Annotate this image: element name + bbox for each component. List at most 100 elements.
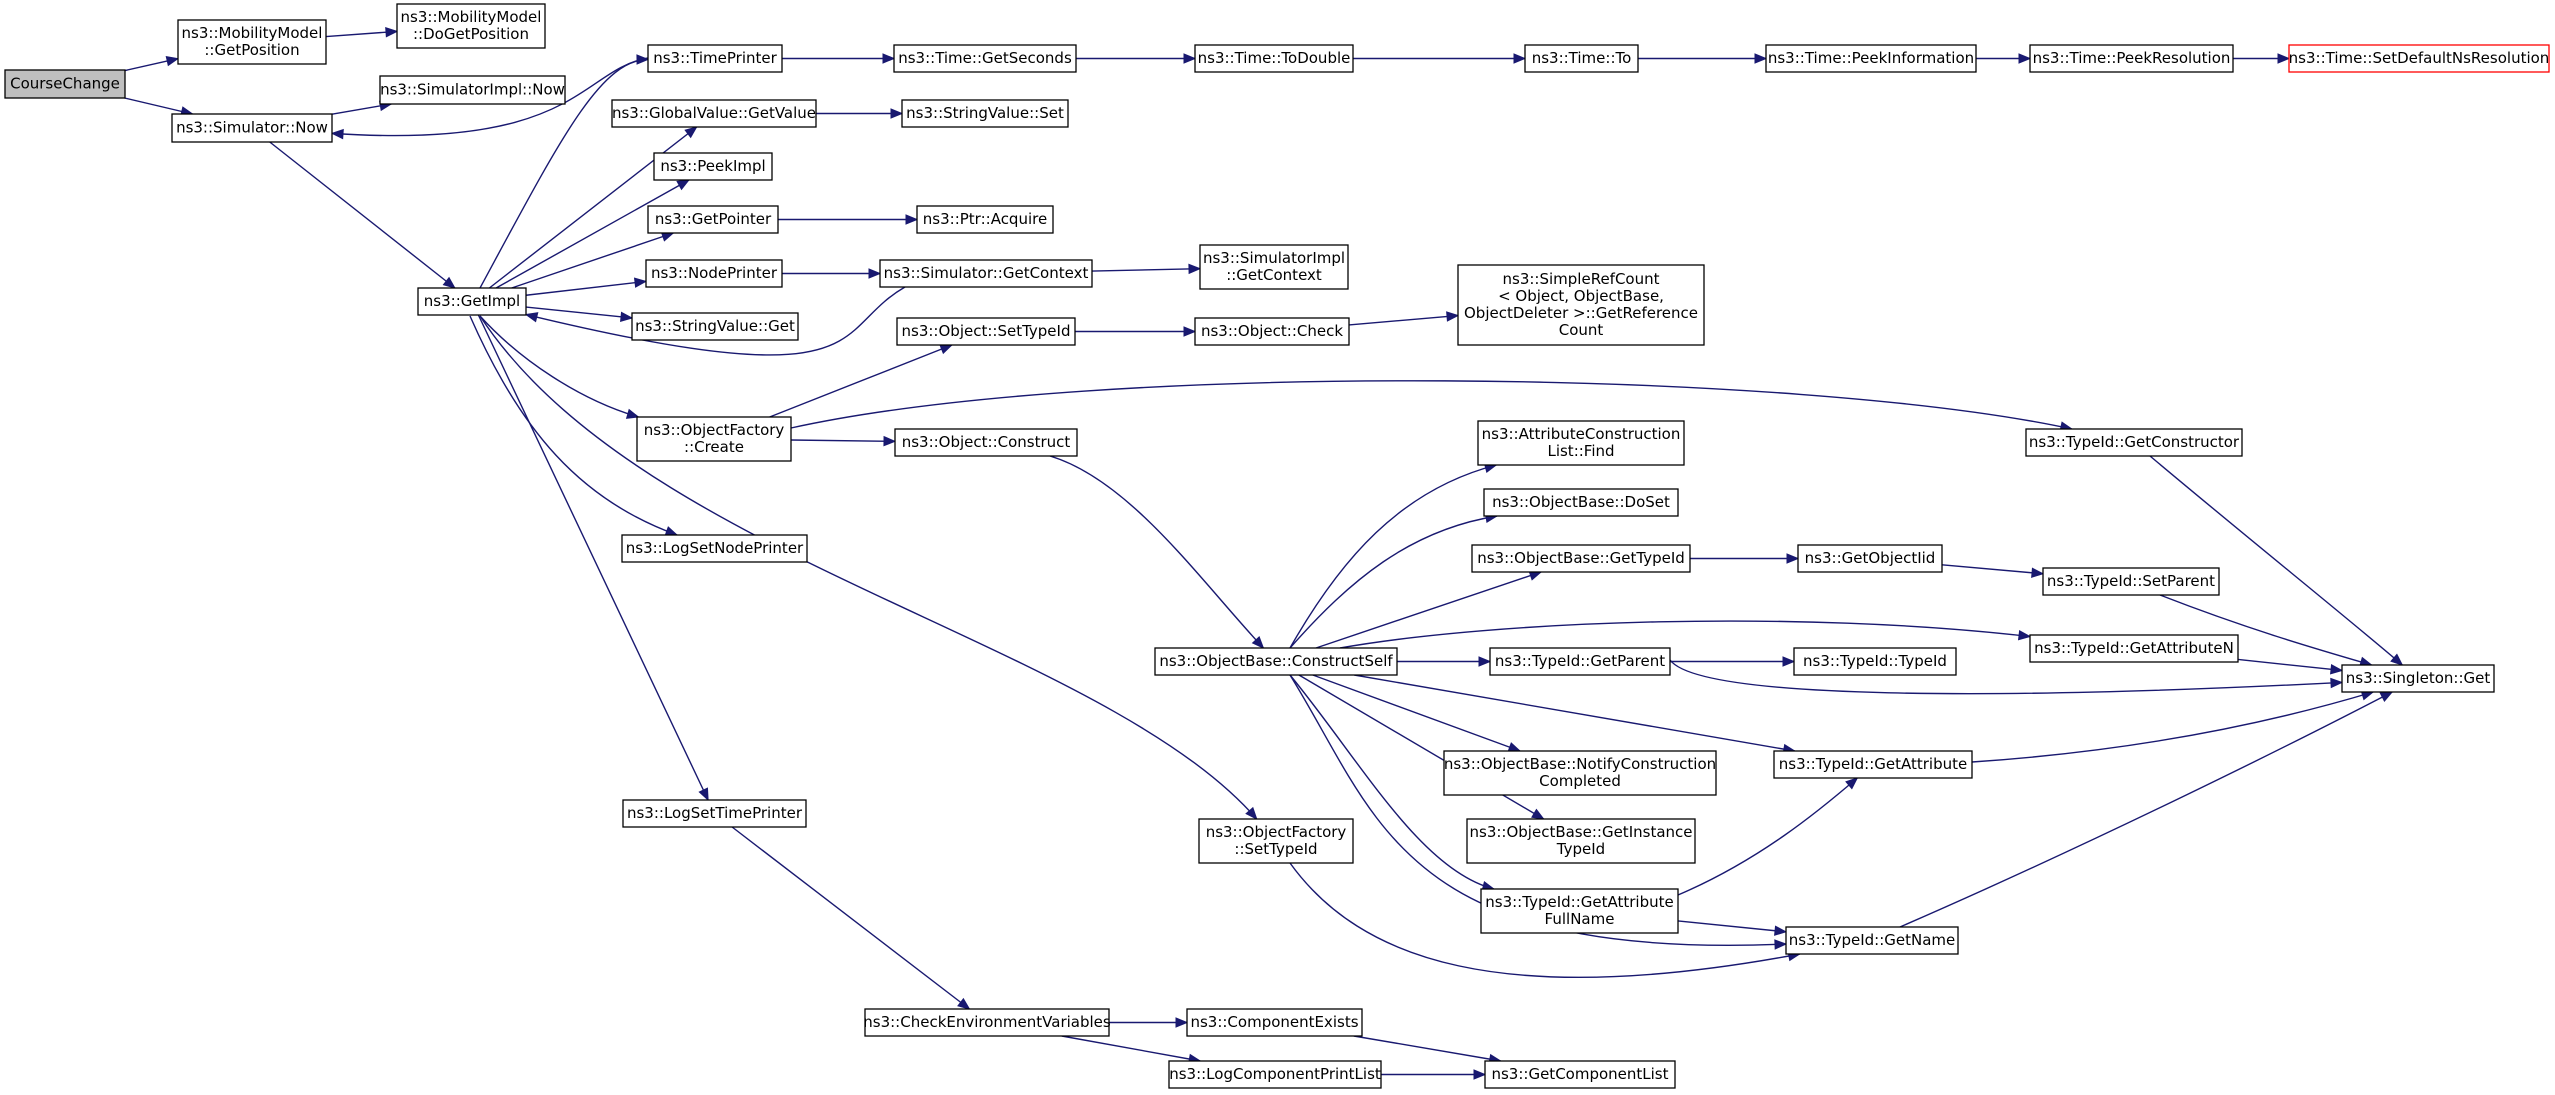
node-box[interactable] [2341,664,2495,693]
node-objectbase-gettypeid[interactable]: ns3::ObjectBase::GetTypeId [1471,544,1691,573]
node-simimpl-getcontext[interactable]: ns3::SimulatorImpl::GetContext [1199,244,1349,290]
node-typeid-getname[interactable]: ns3::TypeId::GetName [1785,926,1959,955]
node-box[interactable] [647,205,779,234]
node-box[interactable] [1457,264,1705,346]
node-time-todouble[interactable]: ns3::Time::ToDouble [1194,44,1354,73]
node-box[interactable] [1194,44,1354,73]
node-typeid-typeid[interactable]: ns3::TypeId::TypeId [1793,647,1957,676]
node-getpointer[interactable]: ns3::GetPointer [647,205,779,234]
node-time-to[interactable]: ns3::Time::To [1524,44,1639,73]
node-box[interactable] [1199,244,1349,290]
node-time-peekinformation[interactable]: ns3::Time::PeekInformation [1765,44,1977,73]
node-box[interactable] [901,99,1069,128]
node-box[interactable] [1154,647,1398,676]
node-getobjectiid[interactable]: ns3::GetObjectIid [1797,544,1943,573]
node-logsettimeprinter[interactable]: ns3::LogSetTimePrinter [622,799,807,828]
node-mm-getposition[interactable]: ns3::MobilityModel::GetPosition [177,19,327,65]
node-box[interactable] [622,799,807,828]
node-getimpl[interactable]: ns3::GetImpl [417,287,527,316]
node-objectfactory-settypeid[interactable]: ns3::ObjectFactory::SetTypeId [1198,818,1354,864]
node-box[interactable] [894,428,1078,457]
node-objectbase-notifyconstructioncompleted[interactable]: ns3::ObjectBase::NotifyConstructionCompl… [1443,750,1717,796]
node-box[interactable] [916,205,1054,234]
node-box[interactable] [1198,818,1354,864]
node-box[interactable] [2029,634,2239,663]
node-object-check[interactable]: ns3::Object::Check [1194,317,1350,346]
node-objectbase-constructself[interactable]: ns3::ObjectBase::ConstructSelf [1154,647,1398,676]
node-course-change[interactable]: CourseChange [4,69,126,99]
node-ptr-acquire[interactable]: ns3::Ptr::Acquire [916,205,1054,234]
node-box[interactable] [1483,488,1679,517]
node-logsetnodeprinter[interactable]: ns3::LogSetNodePrinter [621,534,808,563]
node-box[interactable] [631,312,799,341]
node-box[interactable] [879,259,1093,288]
node-box[interactable] [1793,647,1957,676]
node-box[interactable] [1168,1060,1382,1089]
node-box[interactable] [1524,44,1639,73]
node-typeid-getattribute[interactable]: ns3::TypeId::GetAttribute [1773,750,1973,779]
node-box[interactable] [171,113,333,143]
node-nodeprinter[interactable]: ns3::NodePrinter [645,259,783,288]
node-time-peekresolution[interactable]: ns3::Time::PeekResolution [2029,44,2234,73]
node-typeid-setparent[interactable]: ns3::TypeId::SetParent [2042,567,2220,596]
node-box[interactable] [1489,647,1671,676]
node-box[interactable] [653,152,773,181]
node-box[interactable] [1480,888,1679,934]
node-object-settypeid[interactable]: ns3::Object::SetTypeId [896,317,1076,346]
node-box[interactable] [893,44,1077,73]
node-box[interactable] [1484,1060,1676,1089]
node-box[interactable] [1471,544,1691,573]
node-box[interactable] [645,259,783,288]
node-box[interactable] [2025,428,2243,457]
node-box[interactable] [1797,544,1943,573]
node-box[interactable] [1773,750,1973,779]
node-box[interactable] [177,19,327,65]
node-box[interactable] [1443,750,1717,796]
node-globalvalue-getvalue[interactable]: ns3::GlobalValue::GetValue [611,99,817,128]
node-objectbase-doset[interactable]: ns3::ObjectBase::DoSet [1483,488,1679,517]
node-box[interactable] [636,416,792,462]
node-box[interactable] [2288,44,2550,73]
node-box[interactable] [1765,44,1977,73]
node-typeid-getconstructor[interactable]: ns3::TypeId::GetConstructor [2025,428,2243,457]
node-box[interactable] [1477,420,1685,466]
node-box[interactable] [1785,926,1959,955]
node-object-construct[interactable]: ns3::Object::Construct [894,428,1078,457]
node-mm-dogetposition[interactable]: ns3::MobilityModel::DoGetPosition [396,3,546,49]
node-box[interactable] [1194,317,1350,346]
node-typeid-getparent[interactable]: ns3::TypeId::GetParent [1489,647,1671,676]
node-objectfactory-create[interactable]: ns3::ObjectFactory::Create [636,416,792,462]
node-box[interactable] [379,75,566,105]
node-sim-now[interactable]: ns3::Simulator::Now [171,113,333,143]
node-singleton-get[interactable]: ns3::Singleton::Get [2341,664,2495,693]
node-getcomponentlist[interactable]: ns3::GetComponentList [1484,1060,1676,1089]
node-box[interactable] [611,99,817,128]
node-box[interactable] [864,1008,1110,1037]
node-box[interactable] [2042,567,2220,596]
node-time-setdefaultnsresolution[interactable]: ns3::Time::SetDefaultNsResolution [2288,44,2550,73]
node-box[interactable] [647,44,783,73]
node-stringvalue-set[interactable]: ns3::StringValue::Set [901,99,1069,128]
node-box[interactable] [4,69,126,99]
node-box[interactable] [1466,818,1696,864]
node-typeid-getattributen[interactable]: ns3::TypeId::GetAttributeN [2029,634,2239,663]
node-componentexists[interactable]: ns3::ComponentExists [1186,1008,1363,1037]
node-peekimpl[interactable]: ns3::PeekImpl [653,152,773,181]
node-box[interactable] [896,317,1076,346]
node-sim-getcontext[interactable]: ns3::Simulator::GetContext [879,259,1093,288]
node-box[interactable] [2029,44,2234,73]
node-logcomponentprintlist[interactable]: ns3::LogComponentPrintList [1168,1060,1382,1089]
node-stringvalue-get[interactable]: ns3::StringValue::Get [631,312,799,341]
node-time-getseconds[interactable]: ns3::Time::GetSeconds [893,44,1077,73]
node-box[interactable] [396,3,546,49]
node-box[interactable] [621,534,808,563]
node-timeprinter[interactable]: ns3::TimePrinter [647,44,783,73]
node-box[interactable] [417,287,527,316]
node-box[interactable] [1186,1008,1363,1037]
node-simplerefcount[interactable]: ns3::SimpleRefCount< Object, ObjectBase,… [1457,264,1705,346]
node-simimpl-now[interactable]: ns3::SimulatorImpl::Now [379,75,566,105]
node-checkenvironmentvariables[interactable]: ns3::CheckEnvironmentVariables [863,1008,1111,1037]
